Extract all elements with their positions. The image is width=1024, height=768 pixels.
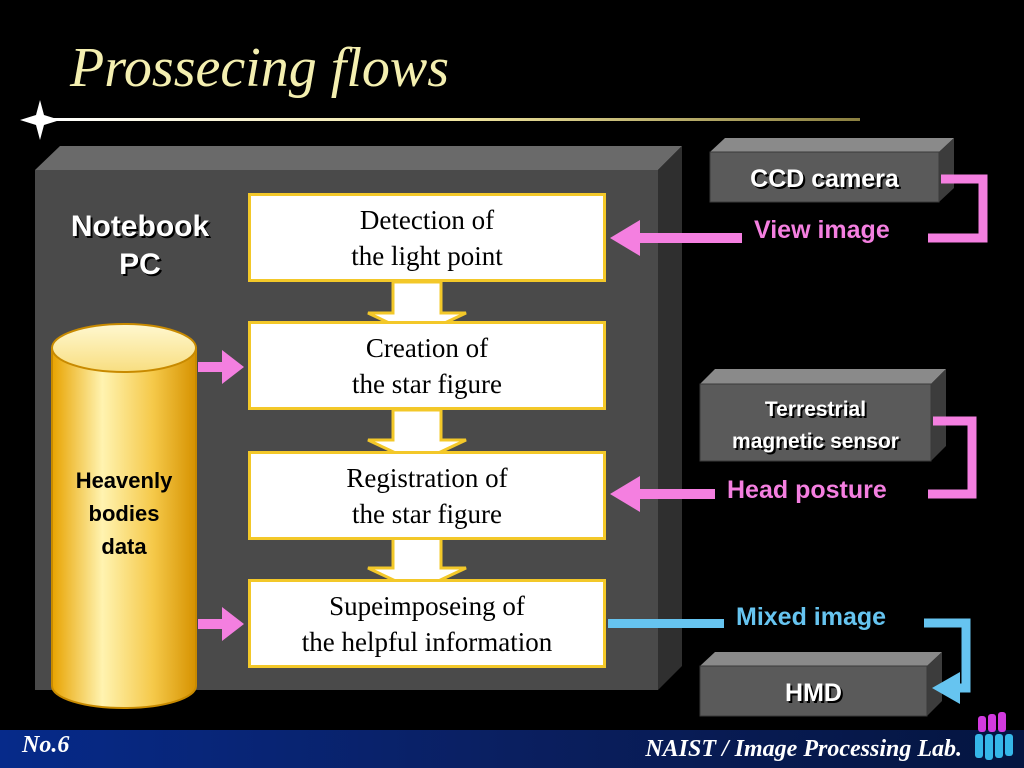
footer-band <box>0 730 1024 768</box>
hmd-signal-arrow <box>608 618 971 704</box>
step-line: the star figure <box>352 498 502 529</box>
lab-name: NAIST / Image Processing Lab. <box>645 736 962 762</box>
notebook-label-line1: Notebook <box>70 210 210 243</box>
sensor-box <box>699 369 946 462</box>
step-line: the star figure <box>352 368 502 399</box>
hmd-label: HMD <box>785 679 842 707</box>
title-underline <box>48 118 860 121</box>
database-label-line3: data <box>101 534 147 559</box>
step-superimpose: Supeimposeing of the helpful information <box>248 579 606 668</box>
database-label: Heavenly bodies data <box>52 464 196 563</box>
step-line: Supeimposeing of <box>329 590 525 621</box>
database-cylinder <box>51 323 197 709</box>
head-posture-label: Head posture <box>727 476 887 504</box>
step-line: Creation of <box>365 332 489 363</box>
sensor-label-line2: magnetic sensor <box>732 430 899 453</box>
sensor-signal-arrow <box>610 416 977 512</box>
hmd-box <box>699 652 942 717</box>
db-arrow-superimpose <box>198 607 244 641</box>
step-line: Detection of <box>359 204 495 235</box>
terrestrial-sensor-label: Terrestrial magnetic sensor <box>700 394 931 458</box>
view-image-label: View image <box>754 216 890 244</box>
slide-title: Prossecing flows <box>70 37 450 99</box>
step-line: the light point <box>351 240 503 271</box>
mixed-image-label: Mixed image <box>736 603 887 631</box>
ccd-signal-arrow <box>610 174 988 256</box>
sparkle-icon <box>20 100 60 140</box>
notebook-label-line2: PC <box>119 248 161 281</box>
db-arrow-creation <box>198 350 244 384</box>
sensor-label-line1: Terrestrial <box>764 398 867 421</box>
step-registration: Registration of the star figure <box>248 451 606 540</box>
step-creation: Creation of the star figure <box>248 321 606 410</box>
ccd-camera-label: CCD camera <box>750 165 899 193</box>
lab-logo-icon <box>975 712 1013 760</box>
notebook-pc-label: Notebook PC <box>50 208 230 284</box>
database-label-line1: Heavenly <box>75 468 173 493</box>
ccd-box <box>709 138 954 203</box>
step-line: Registration of <box>346 462 508 493</box>
database-label-line2: bodies <box>88 501 160 526</box>
step-line: the helpful information <box>301 626 553 657</box>
step-detection: Detection of the light point <box>248 193 606 282</box>
slide-number: No.6 <box>22 732 70 758</box>
